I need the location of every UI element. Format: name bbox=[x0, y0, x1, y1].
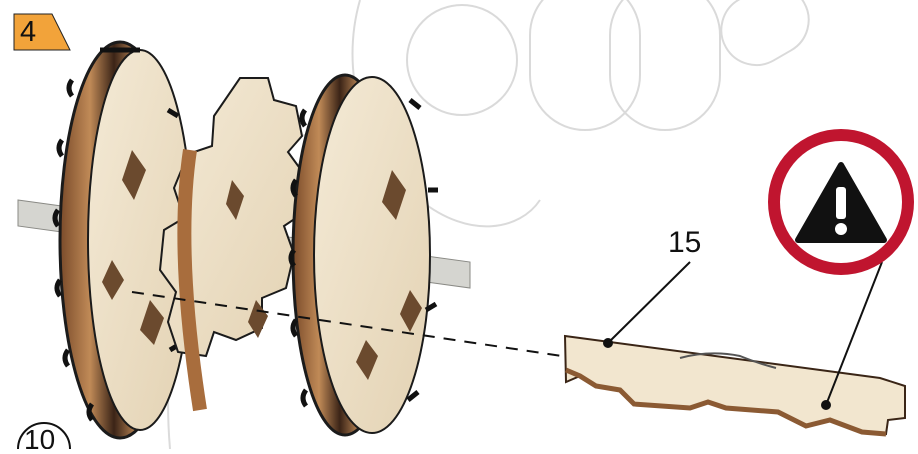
step-number: 4 bbox=[20, 14, 36, 50]
right-wheel bbox=[291, 75, 438, 435]
part-number-label: 15 bbox=[668, 226, 701, 260]
part-15 bbox=[565, 336, 905, 434]
warning-sign bbox=[774, 135, 908, 269]
next-step-number: 10 bbox=[24, 424, 55, 449]
